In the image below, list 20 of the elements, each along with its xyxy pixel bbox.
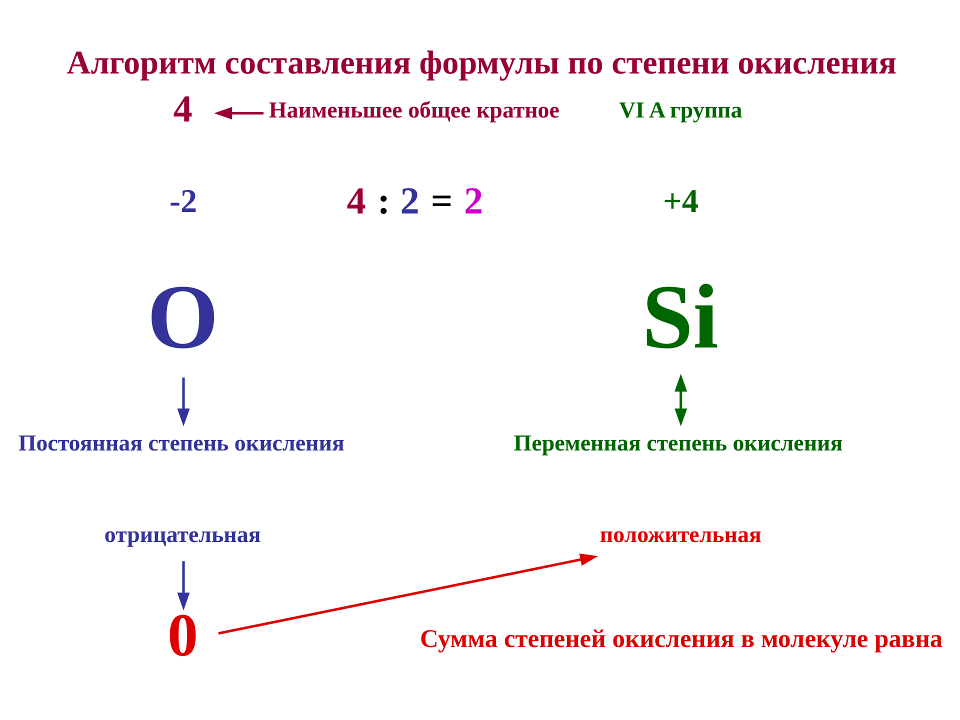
node-text: Постоянная степень окисления <box>18 430 344 456</box>
diagram-title: Алгоритм составления формулы по степени окисления <box>66 44 897 82</box>
arrow <box>674 374 688 426</box>
node-text: Переменная степень окисления <box>514 430 843 456</box>
label: 4 : 2 = 2 <box>346 180 484 222</box>
node-text: 4 <box>173 88 192 131</box>
node-text: 0 <box>168 602 198 670</box>
label: VI A группа <box>619 98 742 123</box>
node-text: отрицательная <box>104 522 261 548</box>
label: +4 <box>663 182 698 220</box>
arrow <box>214 106 264 120</box>
node-text: положительная <box>600 522 762 548</box>
node-text: Наименьшее общее кратное <box>268 98 560 123</box>
label: -2 <box>169 182 198 220</box>
label: Сумма степеней окисления в молекуле равна <box>420 624 943 653</box>
arrow <box>218 554 598 635</box>
node-text: O <box>147 265 219 368</box>
arrow <box>177 561 190 610</box>
arrow <box>177 378 190 426</box>
node-text: Si <box>642 265 719 368</box>
